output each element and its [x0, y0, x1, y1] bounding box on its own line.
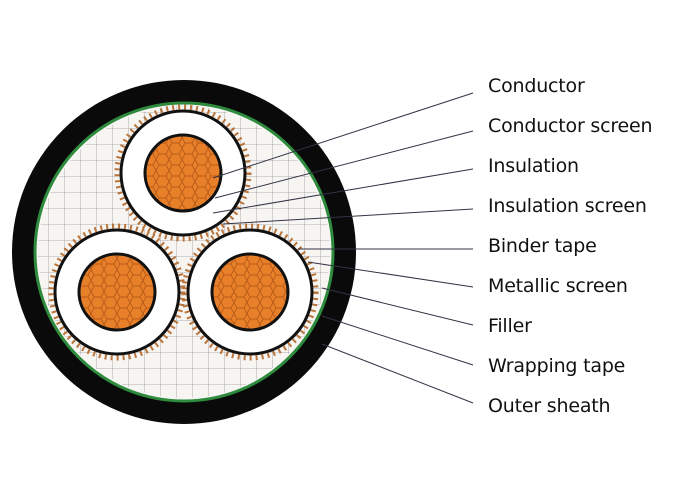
conductor [77, 252, 157, 332]
leader-line [307, 261, 474, 288]
label-conductor-screen: Conductor screen [488, 115, 653, 137]
label-insulation: Insulation [488, 155, 579, 177]
leader-line [321, 315, 474, 366]
label-conductor: Conductor [488, 75, 585, 97]
power-core [114, 104, 252, 242]
leader-line [321, 287, 474, 326]
label-metallic-screen: Metallic screen [488, 275, 628, 297]
power-core [181, 223, 319, 361]
leader-line [212, 92, 474, 179]
leader-line [222, 208, 474, 225]
label-wrapping-tape: Wrapping tape [488, 355, 626, 377]
conductor [210, 252, 290, 332]
label-insulation-screen: Insulation screen [488, 195, 647, 217]
leader-line [214, 130, 474, 199]
metallic-screen [48, 223, 186, 361]
label-outer-sheath: Outer sheath [488, 395, 611, 417]
conductor [143, 133, 223, 213]
power-core [48, 223, 186, 361]
leader-line [321, 343, 474, 404]
metallic-screen [114, 104, 252, 242]
leader-line [212, 168, 474, 214]
metallic-screen [181, 223, 319, 361]
label-filler: Filler [488, 315, 532, 337]
label-binder-tape: Binder tape [488, 235, 597, 257]
